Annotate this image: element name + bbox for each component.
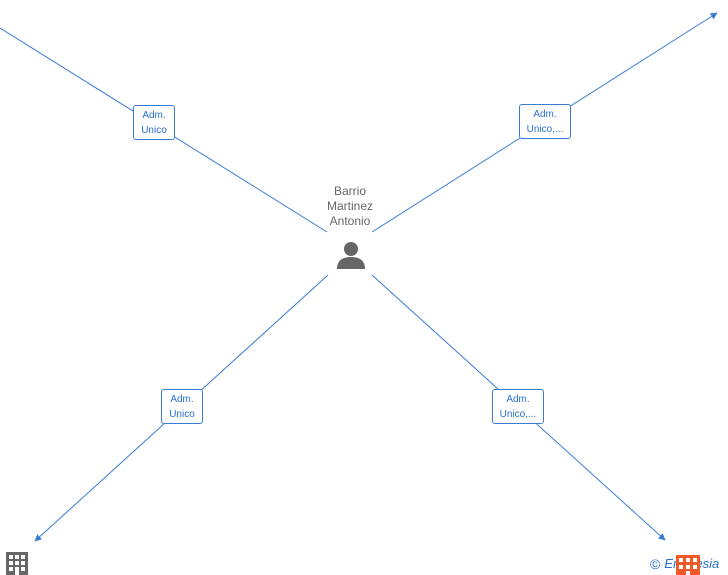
edge-label-line: Unico,...: [499, 409, 537, 420]
empresia-building-icon: [676, 555, 700, 575]
copyright-watermark: ©Empresia: [650, 555, 728, 575]
edge-label-top-left[interactable]: Adm. Unico: [133, 105, 175, 140]
person-name-line: Barrio: [333, 184, 366, 198]
edge-label-bottom-right[interactable]: Adm. Unico,...: [492, 389, 544, 424]
edge-label-line: Unico,...: [526, 124, 564, 135]
person-icon[interactable]: [336, 240, 366, 275]
copyright-symbol: ©: [650, 556, 661, 572]
edge-label-line: Unico: [169, 409, 195, 420]
edge-label-line: Adm.: [142, 110, 166, 121]
edge-label-line: Adm.: [170, 394, 194, 405]
person-name-line: Martinez: [326, 199, 373, 213]
edge-label-line: Adm.: [506, 394, 530, 405]
edge-label-line: Adm.: [533, 109, 557, 120]
edge-label-bottom-left[interactable]: Adm. Unico: [161, 389, 203, 424]
person-name-line: Antonio: [329, 214, 371, 228]
edge-label-top-right[interactable]: Adm. Unico,...: [519, 104, 571, 139]
building-grid-icon[interactable]: [5, 551, 29, 575]
edge-label-line: Unico: [141, 125, 167, 136]
person-name[interactable]: Barrio Martinez Antonio: [309, 184, 391, 229]
